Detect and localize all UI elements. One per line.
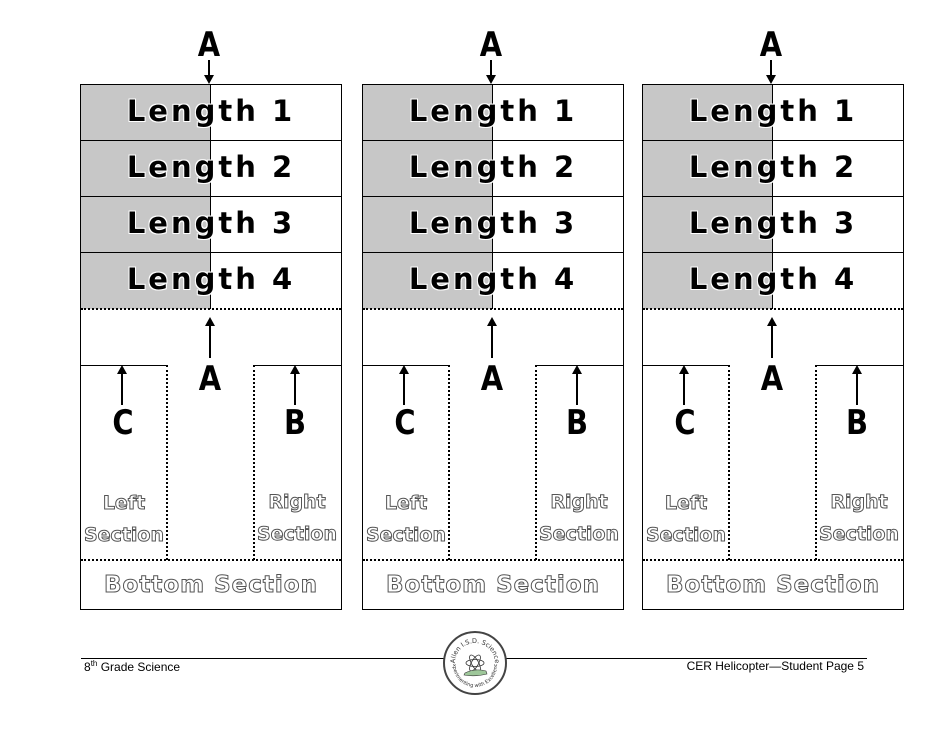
left-section-fold xyxy=(166,365,168,560)
left-arrow xyxy=(399,365,409,405)
left-section-word: Left xyxy=(664,492,708,515)
atom-icon xyxy=(465,654,485,672)
center-marker: A xyxy=(760,359,784,399)
center-arrow xyxy=(205,317,215,358)
left-arrow xyxy=(117,365,127,405)
center-cut-line xyxy=(772,85,773,309)
center-marker: A xyxy=(198,359,222,399)
bottom-fold-line xyxy=(643,559,903,561)
length-label: Length 2 xyxy=(408,150,578,184)
right-marker: B xyxy=(283,403,307,443)
hand-icon xyxy=(463,669,488,677)
footer-page-label: CER Helicopter—Student Page 5 xyxy=(686,659,864,673)
length-divider xyxy=(81,140,341,141)
right-arrow xyxy=(572,365,582,405)
center-marker: A xyxy=(480,359,504,399)
left-section-fold xyxy=(728,365,730,560)
length-divider xyxy=(363,196,623,197)
shaded-half xyxy=(363,85,492,309)
left-section-word: Left xyxy=(384,492,428,515)
district-logo: Allen I.S.D. Science Experimenting with … xyxy=(443,631,507,695)
center-arrow xyxy=(767,317,777,358)
bottom-section-label: Bottom Section xyxy=(386,572,600,599)
length-label: Length 1 xyxy=(408,94,578,128)
length-divider xyxy=(643,196,903,197)
right-section-fold xyxy=(535,365,537,560)
length-divider xyxy=(81,196,341,197)
length-divider xyxy=(643,140,903,141)
left-arrow xyxy=(679,365,689,405)
bottom-section-label: Bottom Section xyxy=(104,572,318,599)
top-marker: A xyxy=(759,25,783,65)
left-section-word: Section xyxy=(645,524,726,547)
bottom-fold-line xyxy=(363,559,623,561)
left-section-fold xyxy=(448,365,450,560)
top-marker: A xyxy=(197,25,221,65)
right-section-word: Right xyxy=(550,491,608,514)
right-arrow xyxy=(852,365,862,405)
length-label: Length 4 xyxy=(126,262,296,296)
right-marker: B xyxy=(845,403,869,443)
bottom-fold-line xyxy=(81,559,341,561)
right-marker: B xyxy=(565,403,589,443)
fold-line xyxy=(363,308,623,310)
length-label: Length 2 xyxy=(688,150,858,184)
center-cut-line xyxy=(210,85,211,309)
length-label: Length 1 xyxy=(688,94,858,128)
top-arrow xyxy=(766,60,776,84)
length-label: Length 2 xyxy=(126,150,296,184)
left-marker: C xyxy=(394,403,416,443)
right-section-fold xyxy=(815,365,817,560)
left-section-word: Section xyxy=(365,524,446,547)
length-divider xyxy=(363,140,623,141)
right-section-word: Section xyxy=(256,523,337,546)
length-label: Length 4 xyxy=(408,262,578,296)
right-arrow xyxy=(290,365,300,405)
top-arrow xyxy=(486,60,496,84)
helicopter-template: A Length 1 Length 2 Length 3 Length 4 A C B Left… xyxy=(362,0,624,610)
top-marker: A xyxy=(479,25,503,65)
right-section-word: Right xyxy=(268,491,326,514)
right-section-fold xyxy=(253,365,255,560)
bottom-section-label: Bottom Section xyxy=(666,572,880,599)
length-divider xyxy=(643,252,903,253)
left-marker: C xyxy=(112,403,134,443)
right-section-word: Section xyxy=(538,523,619,546)
left-section-word: Left xyxy=(102,492,146,515)
length-divider xyxy=(81,252,341,253)
footer-course: 8th Grade Science xyxy=(84,659,181,674)
center-cut-line xyxy=(492,85,493,309)
top-arrow xyxy=(204,60,214,84)
left-section-word: Section xyxy=(83,524,164,547)
length-label: Length 3 xyxy=(126,206,296,240)
center-arrow xyxy=(487,317,497,358)
helicopter-template: A Length 1 Length 2 Length 3 Length 4 A C B Left… xyxy=(642,0,904,610)
right-section-word: Section xyxy=(818,523,899,546)
shaded-half xyxy=(81,85,210,309)
length-label: Length 4 xyxy=(688,262,858,296)
helicopter-template: A Length 1 Length 2 Length 3 Length 4 A C B Left… xyxy=(80,0,342,610)
length-label: Length 3 xyxy=(688,206,858,240)
length-label: Length 1 xyxy=(126,94,296,128)
fold-line xyxy=(81,308,341,310)
length-label: Length 3 xyxy=(408,206,578,240)
right-section-word: Right xyxy=(830,491,888,514)
shaded-half xyxy=(643,85,772,309)
fold-line xyxy=(643,308,903,310)
left-marker: C xyxy=(674,403,696,443)
length-divider xyxy=(363,252,623,253)
